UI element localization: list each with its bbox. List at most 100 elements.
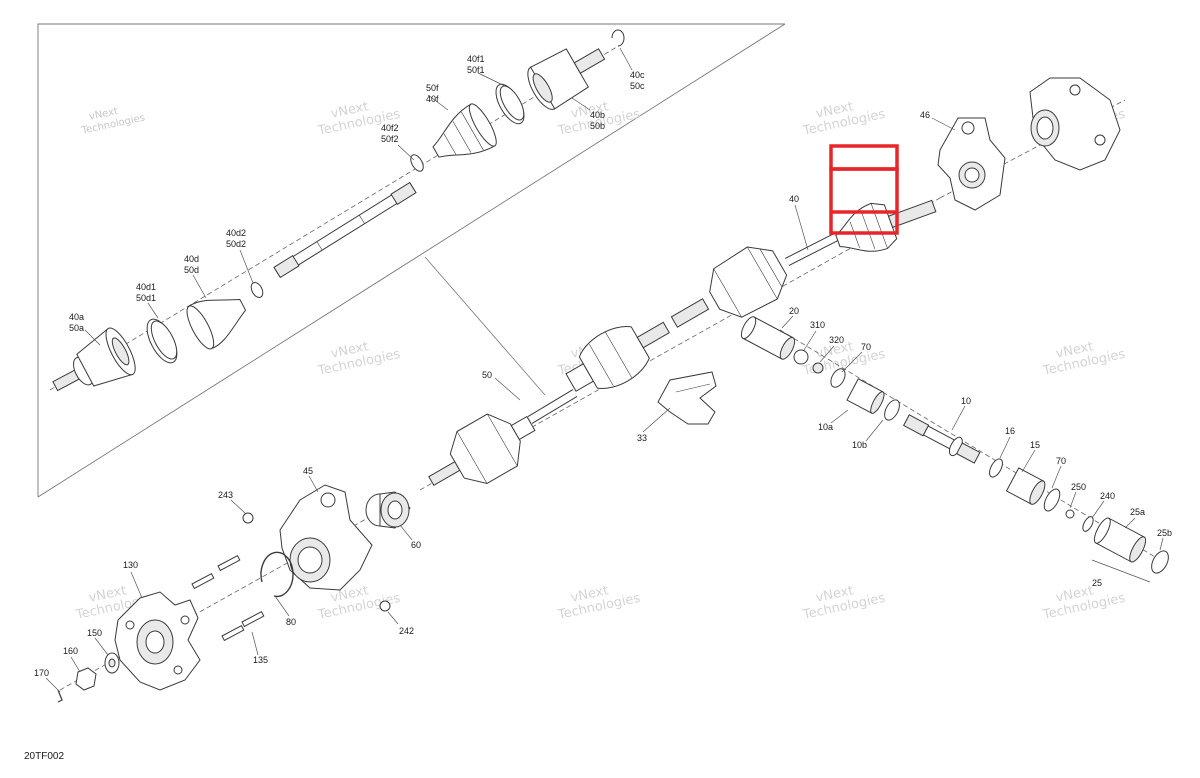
- leader-lines: [45, 47, 1164, 693]
- label-40d1: 40d1: [136, 282, 156, 292]
- label-60: 60: [411, 540, 421, 550]
- drawing-code: 20TF002: [24, 751, 65, 762]
- part-46-knuckle: [937, 99, 1126, 211]
- label-170: 170: [34, 668, 49, 678]
- label-50d: 50d: [184, 265, 199, 275]
- label-50f1: 50f1: [467, 65, 485, 75]
- label-40: 40: [789, 194, 799, 204]
- label-16: 16: [1005, 426, 1015, 436]
- part-60-bearing: [365, 491, 411, 529]
- part-40f-boot: [432, 103, 497, 158]
- label-40f2: 40f2: [381, 123, 399, 133]
- part-16-ring: [989, 458, 1003, 478]
- label-50c: 50c: [630, 81, 645, 91]
- label-70-lower: 70: [1056, 456, 1066, 466]
- part-40f1-band-inner: [499, 85, 525, 121]
- part-130-hub: [114, 591, 201, 691]
- part-40d-boot: [186, 299, 247, 350]
- label-40b: 40b: [590, 110, 605, 120]
- label-135: 135: [253, 655, 268, 665]
- label-45: 45: [303, 466, 313, 476]
- label-243: 243: [218, 490, 233, 500]
- label-46: 46: [920, 110, 930, 120]
- part-70-ring-2: [1043, 488, 1061, 512]
- label-70-upper: 70: [861, 342, 871, 352]
- part-242-bolt: [379, 600, 391, 612]
- highlight-box-upper: [829, 144, 899, 171]
- part-20-bushing: [740, 316, 796, 360]
- part-150-washer-hole: [108, 658, 116, 668]
- label-50b: 50b: [590, 121, 605, 131]
- part-320-nut: [812, 362, 824, 374]
- part-50-inner-joint: [565, 321, 670, 392]
- part-310-washer: [793, 349, 809, 365]
- highlight-boxes: [829, 144, 899, 235]
- main-shaft-assembly: [419, 197, 941, 491]
- label-40a: 40a: [69, 312, 84, 322]
- label-40f1: 40f1: [467, 54, 485, 64]
- label-33: 33: [637, 433, 647, 443]
- label-310: 310: [810, 320, 825, 330]
- label-240: 240: [1100, 491, 1115, 501]
- part-33-clip: [657, 371, 717, 425]
- part-50-outer-joint: [428, 413, 536, 487]
- inset-shaft-assembly: [49, 29, 625, 392]
- label-50f2: 50f2: [381, 134, 399, 144]
- label-50d1: 50d1: [136, 293, 156, 303]
- part-240-ring: [1082, 516, 1094, 532]
- label-50: 50: [482, 370, 492, 380]
- label-250: 250: [1071, 482, 1086, 492]
- part-40b-housing: [527, 48, 606, 110]
- label-10a: 10a: [818, 422, 833, 432]
- part-40-outer-boot: [835, 199, 937, 252]
- part-80-circlip: [260, 551, 294, 598]
- label-80: 80: [286, 617, 296, 627]
- label-15: 15: [1030, 440, 1040, 450]
- label-320: 320: [829, 335, 844, 345]
- part-160-nut: [75, 667, 97, 691]
- part-10-shaft: [902, 414, 981, 464]
- right-parts-chain: [740, 316, 1169, 583]
- part-45-knuckle-bore-inner: [297, 546, 323, 574]
- label-50f: 50f: [426, 83, 439, 93]
- label-40d2: 40d2: [226, 228, 246, 238]
- label-40f: 40f: [426, 94, 439, 104]
- part-25b-ring: [1151, 550, 1169, 574]
- label-40c: 40c: [630, 70, 645, 80]
- inset-frame: [37, 23, 786, 498]
- label-25a: 25a: [1130, 507, 1145, 517]
- part-40f2-clamp: [410, 154, 424, 172]
- part-40-inner-joint: [709, 246, 788, 318]
- bracket-25: [1091, 559, 1151, 583]
- label-25b: 25b: [1157, 528, 1172, 538]
- part-135-bolts: [191, 554, 265, 642]
- bottom-left-assembly: [57, 484, 411, 703]
- part-40d1-clamp-inner: [150, 320, 178, 360]
- part-243-nut: [242, 512, 254, 524]
- part-10a-bearing: [846, 378, 885, 414]
- part-250-washer: [1065, 509, 1075, 519]
- label-20: 20: [789, 306, 799, 316]
- label-10b: 10b: [852, 440, 867, 450]
- part-170-pin: [57, 689, 63, 703]
- part-40d2-clamp: [250, 282, 264, 298]
- part-hub-top-right: [1029, 77, 1121, 171]
- label-160: 160: [63, 646, 78, 656]
- part-25a-cylinder: [1093, 517, 1147, 563]
- part-40-spline: [670, 298, 710, 328]
- part-10b-ring: [884, 399, 900, 421]
- label-150: 150: [87, 628, 102, 638]
- part-15-bearing: [1005, 467, 1046, 505]
- part-labels: 40f1 50f1 40c 50c 50f 40f 40b 50b 40f2 5…: [34, 54, 1172, 678]
- part-40c-circlip: [611, 29, 625, 47]
- label-50d2: 50d2: [226, 239, 246, 249]
- label-10: 10: [961, 396, 971, 406]
- label-130: 130: [123, 560, 138, 570]
- part-40a-cv-joint: [52, 327, 136, 392]
- highlight-box-lower: [829, 167, 899, 235]
- label-40d: 40d: [184, 254, 199, 264]
- part-inset-shaft: [273, 181, 417, 279]
- label-50a: 50a: [69, 323, 84, 333]
- label-242: 242: [399, 626, 414, 636]
